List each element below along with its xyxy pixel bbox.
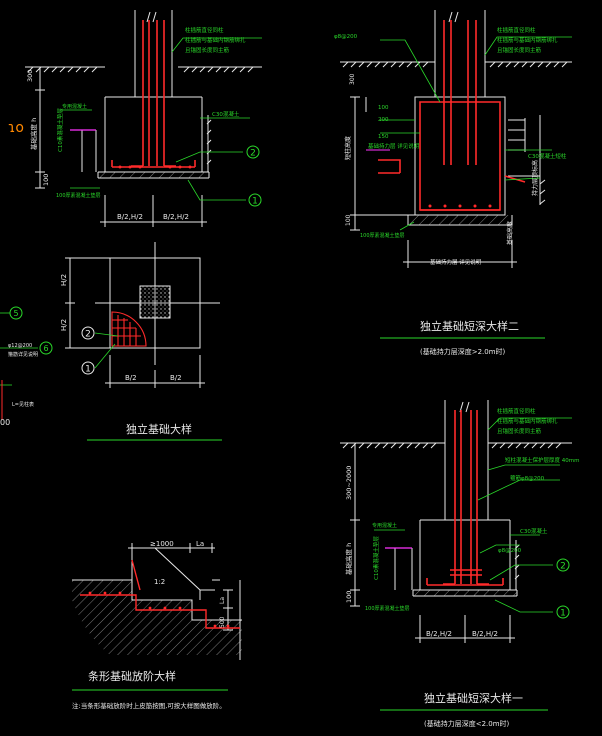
title-deep2: 独立基础短深大样二 [420,319,519,333]
d1-stirrup-2: φ8@200 [498,548,522,554]
dim-b2-right: B/2,H/2 [163,213,189,221]
dim-100: 100 [42,174,50,186]
left-note-b: 箍筋详见说明 [8,351,38,358]
callout-1-plan: 1 [85,365,91,375]
col-rebar-note-1: 柱插筋直径同柱 [185,26,224,34]
d2-deep-r: 持力层顶标高 [531,160,539,196]
d1-plinth-note: C30混凝土 [520,527,548,535]
left-note-a: φ12@200 [8,343,32,349]
note-deep1: (基础持力层深度<2.0m时) [424,719,510,728]
callout-5: 5 [13,309,18,318]
plan-b2-b: B/2 [170,374,182,382]
d1-dim-100: 100 [345,591,353,603]
plan-h2-top: H/2 [60,274,68,286]
strip-500: 500 [219,616,226,628]
d1-col-note-3: 且锚固长度同主筋 [497,427,542,435]
d1-col-note-2: 柱插筋与基础内钢筋绑扎 [497,417,558,425]
dim-b2-left: B/2,H/2 [117,213,143,221]
d1-side-note: 专用混凝土 [372,522,397,529]
dim-300: 300 [26,70,34,82]
strip-note: 注:当条形基础放阶时上皮筋按图,可按大样图做放阶。 [72,701,226,710]
left-fragments: 5 6 φ12@200 箍筋详见说明 L=见柱表 00 [0,306,53,427]
side-note: 专用混凝土 [62,103,87,110]
d1-b2-right: B/2,H/2 [472,630,498,638]
d2-dim-100: 100 [378,105,389,111]
isolated-plan: 2 1 H/2 H/2 B/2 B/2 独立基础大样 [60,242,222,441]
title-deep1: 独立基础短深大样一 [424,691,523,705]
isolated-section: 2 1 柱插筋直径同柱 柱插筋与基础内钢筋绑扎 且锚固长度同主筋 C30混凝土 … [8,10,262,227]
plinth-note: C30混凝土 [212,110,240,118]
d1-mid-note: 短柱混凝土保护层厚度 40mm [505,456,579,464]
d2-deep-dim: 短柱高度 [344,136,352,160]
d2-dim-150: 150 [378,134,389,140]
strip-step-detail: ≥1000 La 1:2 La 500 条形基础放阶大样 注:当条形基础放阶时上… [72,540,242,710]
d1-stirrup-note: 箍筋φ8@200 [510,474,545,482]
callout-6: 6 [43,344,48,353]
dim-h: 基础高度 h [29,118,38,150]
callout-2-top: 2 [250,149,256,159]
d2-deep-dim2: 基础高度 [506,221,514,245]
callout-1-bottom: 1 [560,609,566,619]
col-rebar-note-2: 柱插筋与基础内钢筋绑扎 [185,36,246,44]
d2-dim-300: 300 [349,73,356,85]
title-isolated: 独立基础大样 [126,422,192,436]
layer-note: 100厚素混凝土垫层 [56,192,101,199]
d1-layer-note: 100厚素混凝土垫层 [365,605,410,612]
callout-2-plan: 2 [85,330,91,340]
d1-cushion: C10素混凝土垫层 [372,536,380,580]
strip-1000: ≥1000 [150,540,174,548]
callout-1-top: 1 [252,197,258,207]
plan-b2-a: B/2 [125,374,137,382]
d2-plinth-top: C30混凝土短柱 [528,152,567,160]
d2-deep-base: 基础持力层 详见说明 [368,142,420,150]
d2-dim-200: 200 [378,117,389,123]
col-rebar-note-3: 且锚固长度同主筋 [185,46,230,54]
d1-h: 基础高度 h [344,543,353,575]
d2-stirrup-note: φ8@200 [334,34,358,40]
d2-layer: 100厚素混凝土垫层 [360,232,405,239]
cushion-note: C10素混凝土垫层 [56,108,64,152]
d2-dim-100b: 100 [345,214,352,226]
d2-col-note-3: 且锚固长度同主筋 [497,46,542,54]
title-strip: 条形基础放阶大样 [88,669,176,683]
d1-col-note-1: 柱插筋直径同柱 [497,407,536,415]
d1-range: 300~2000 [345,466,353,500]
deep-detail-2: φ8@200 柱插筋直径同柱 柱插筋与基础内钢筋绑扎 且锚固长度同主筋 100 … [334,10,572,356]
plan-h2-bottom: H/2 [60,319,68,331]
left-zero: 00 [0,418,10,427]
deep-detail-1: 2 1 柱插筋直径同柱 柱插筋与基础内钢筋绑扎 且锚固长度同主筋 短柱混凝土保护… [340,400,579,728]
left-note-c: L=见柱表 [12,401,34,408]
note-deep2: (基础持力层深度>2.0m时) [420,347,506,356]
orange-mark: ɿo [8,120,24,136]
d2-col-note-2: 柱插筋与基础内钢筋绑扎 [497,36,558,44]
strip-la2: La [219,597,226,604]
strip-la: La [196,540,204,548]
d1-b2-left: B/2,H/2 [426,630,452,638]
d2-base: 基础持力层 详见说明 [430,258,482,266]
callout-2-bottom: 2 [560,562,566,572]
d2-col-note-1: 柱插筋直径同柱 [497,26,536,34]
strip-ratio: 1:2 [154,578,165,586]
